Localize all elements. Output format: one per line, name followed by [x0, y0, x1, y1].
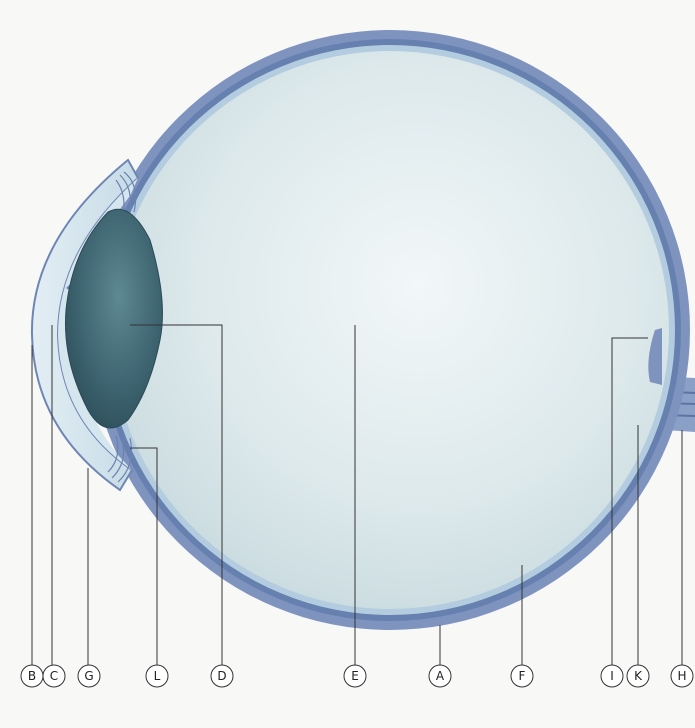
label-I: I	[601, 665, 623, 687]
svg-text:G: G	[84, 669, 93, 683]
svg-text:D: D	[217, 669, 226, 683]
svg-text:K: K	[634, 669, 643, 683]
svg-text:C: C	[50, 669, 58, 683]
label-B: B	[21, 665, 43, 687]
label-D: D	[211, 665, 233, 687]
label-layer: B C G L D E A F	[21, 665, 693, 687]
svg-text:A: A	[436, 669, 445, 683]
label-A: A	[429, 665, 451, 687]
label-G: G	[78, 665, 100, 687]
label-K: K	[627, 665, 649, 687]
svg-text:B: B	[28, 669, 36, 683]
svg-text:E: E	[351, 669, 359, 683]
vitreous-body	[111, 51, 669, 609]
label-H: H	[671, 665, 693, 687]
svg-text:L: L	[154, 669, 161, 683]
svg-text:H: H	[677, 669, 686, 683]
label-L: L	[146, 665, 168, 687]
svg-text:I: I	[610, 669, 614, 683]
label-C: C	[43, 665, 65, 687]
label-F: F	[511, 665, 533, 687]
label-E: E	[344, 665, 366, 687]
svg-text:F: F	[519, 669, 526, 683]
